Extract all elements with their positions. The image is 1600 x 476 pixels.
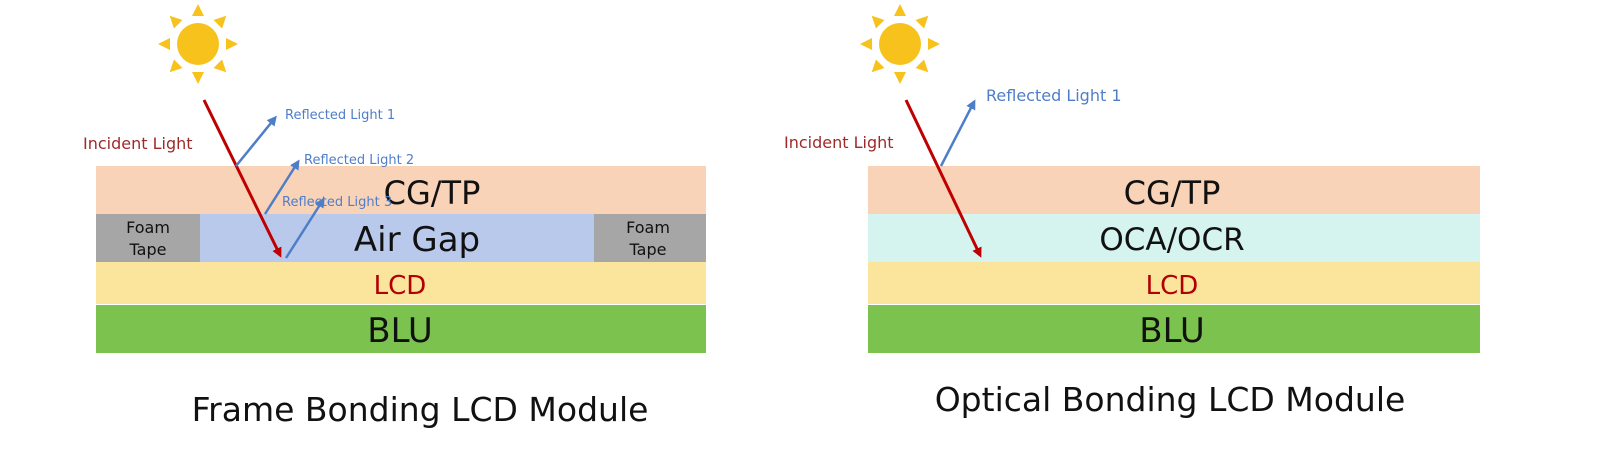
oca-ocr-label: OCA/OCR <box>1099 222 1244 258</box>
incident-light-label: Incident Light <box>83 134 193 153</box>
foam-tape-right-label-line2: Tape <box>629 240 667 259</box>
blu-layer <box>868 305 1480 353</box>
sun-icon <box>158 4 238 84</box>
incident-light-arrow <box>202 99 282 258</box>
reflected-light-1-label: Reflected Light 1 <box>986 86 1122 105</box>
blu-layer <box>96 305 706 353</box>
reflected-light-1-label: Reflected Light 1 <box>285 108 395 123</box>
incident-light-label: Incident Light <box>784 133 894 152</box>
cg-tp-label: CG/TP <box>1124 174 1221 212</box>
lcd-label: LCD <box>374 271 427 301</box>
foam-tape-left <box>96 214 200 262</box>
left-panel-title: Frame Bonding LCD Module <box>192 390 649 429</box>
right-panel-title: Optical Bonding LCD Module <box>935 380 1406 419</box>
cg-tp-layer <box>96 166 706 214</box>
right-panel: CG/TP OCA/OCR LCD BLU Incident Light Ref… <box>784 4 1480 419</box>
air-gap-layer <box>200 214 594 262</box>
blu-label: BLU <box>367 311 432 351</box>
reflected-light-3-arrow <box>284 197 325 259</box>
incident-light-arrow <box>904 99 982 258</box>
reflected-light-2-arrow <box>263 159 300 215</box>
foam-tape-right-label-line1: Foam <box>626 218 670 237</box>
air-gap-label: Air Gap <box>354 220 480 260</box>
reflected-light-3-label: Reflected Light 3 <box>282 195 392 210</box>
foam-tape-left-label-line1: Foam <box>126 218 170 237</box>
lcd-layer <box>868 262 1480 304</box>
oca-ocr-layer <box>868 214 1480 262</box>
blu-label: BLU <box>1139 311 1204 351</box>
sun-icon <box>860 4 940 84</box>
left-panel: CG/TP Air Gap Foam Tape Foam Tape LCD BL… <box>83 4 706 429</box>
foam-tape-right <box>594 214 706 262</box>
reflected-light-1-arrow <box>235 115 277 167</box>
lcd-layer <box>96 262 706 304</box>
cg-tp-layer <box>868 166 1480 214</box>
reflected-light-2-label: Reflected Light 2 <box>304 153 414 168</box>
reflected-light-1-arrow <box>939 99 976 167</box>
foam-tape-left-label-line2: Tape <box>129 240 167 259</box>
lcd-label: LCD <box>1146 271 1199 301</box>
cg-tp-label: CG/TP <box>384 174 481 212</box>
